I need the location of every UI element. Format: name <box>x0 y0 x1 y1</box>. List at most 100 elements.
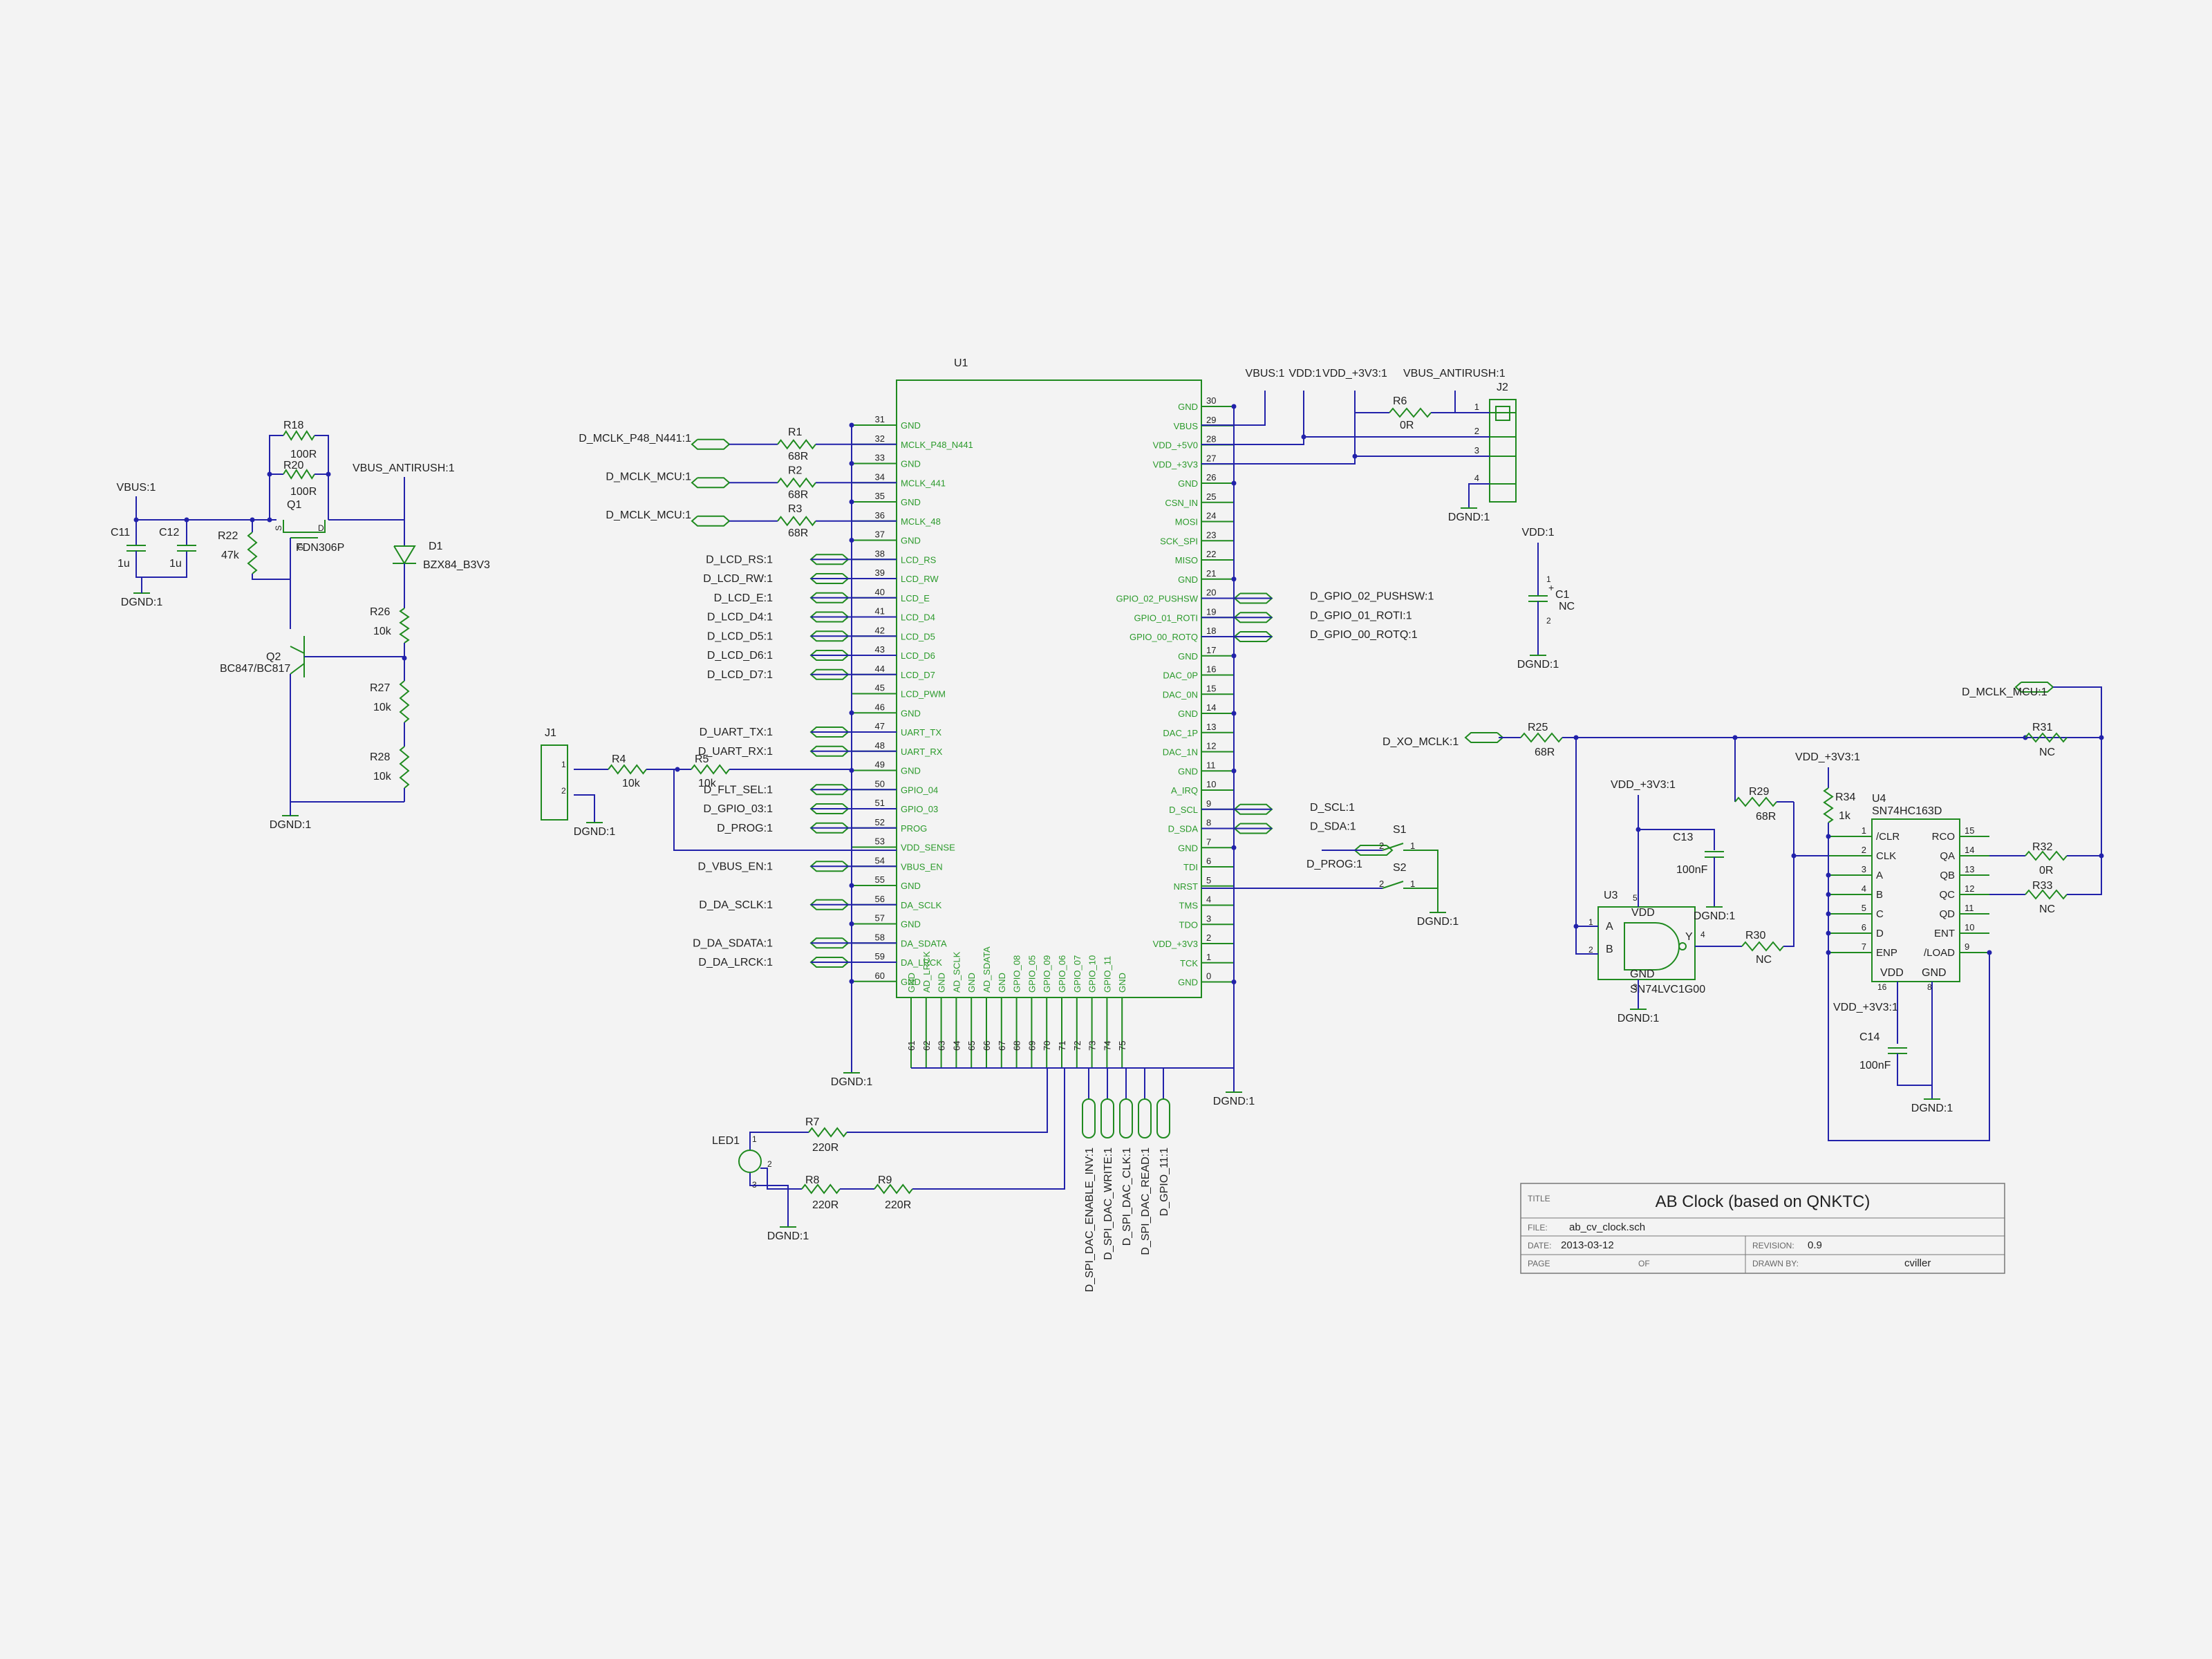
u1-pin-number: 59 <box>875 951 885 962</box>
u1-pin-number: 12 <box>1206 741 1216 751</box>
u1-pin-name: NRST <box>1174 881 1198 892</box>
junction-dot <box>1231 845 1237 850</box>
net-label: D_GPIO_02_PUSHSW:1 <box>1310 591 1434 603</box>
wire <box>1201 391 1266 426</box>
vdd33-label: VDD_+3V3:1 <box>1322 368 1387 379</box>
pin-label: GND <box>1630 968 1655 980</box>
switch-s1 <box>1403 850 1438 912</box>
resistor-r3 <box>777 516 816 527</box>
wire <box>1431 391 1456 413</box>
file-label: FILE: <box>1528 1223 1548 1232</box>
resistor-ref: R28 <box>370 751 390 763</box>
junction-dot <box>849 921 854 926</box>
u1-pin-number: 72 <box>1072 1041 1082 1051</box>
wire <box>2067 738 2102 856</box>
transistor-value: BC847/BC817 <box>220 663 290 675</box>
u1-pin-name: GPIO_01_ROTI <box>1134 612 1198 623</box>
net-label: D_SPI_DAC_WRITE:1 <box>1103 1147 1114 1260</box>
u1-pin-number: 69 <box>1027 1041 1037 1051</box>
resistor-ref: R31 <box>2032 722 2052 733</box>
junction-dot <box>1231 480 1237 486</box>
junction-dot <box>849 710 854 715</box>
resistor-ref: R7 <box>805 1116 820 1128</box>
resistor-ref: R33 <box>2032 880 2052 892</box>
u1-pin-name: AD_SCLK <box>951 951 962 993</box>
u4-pin-number: 14 <box>1965 845 1974 855</box>
resistor-r6 <box>1389 407 1432 418</box>
u4-pin-number: 2 <box>1862 845 1866 855</box>
u4-pin-number: 10 <box>1965 922 1974 932</box>
resistor-value: 220R <box>812 1142 838 1154</box>
junction-dot <box>1826 892 1831 897</box>
net-label: D_UART_TX:1 <box>700 727 774 738</box>
vbus-antirush-label: VBUS_ANTIRUSH:1 <box>353 462 455 474</box>
wire <box>760 1168 802 1190</box>
u1-pin-name: DAC_0P <box>1163 671 1198 681</box>
u4-pin-number: 16 <box>1877 982 1887 992</box>
wire <box>847 1068 1048 1133</box>
u1-pin-number: 67 <box>997 1041 1007 1051</box>
resistor-r7 <box>808 1127 847 1138</box>
j2-body <box>1489 399 1517 503</box>
resistor-r8 <box>801 1183 841 1194</box>
wire <box>1897 1053 1932 1086</box>
diode-value: BZX84_B3V3 <box>423 559 490 571</box>
bjt-q2 <box>290 646 305 654</box>
net-label: D_MCLK_MCU:1 <box>606 471 691 482</box>
u1-pin-name: GND <box>901 708 921 718</box>
pin-number: 2 <box>1379 841 1384 851</box>
u1-pin-number: 35 <box>875 491 885 501</box>
resistor-ref: R2 <box>788 465 803 476</box>
resistor-ref: R20 <box>283 460 303 471</box>
mosfet-q1 <box>283 520 326 533</box>
net-label: D_LCD_D4:1 <box>707 612 773 624</box>
u1-pin-number: 0 <box>1206 971 1211 982</box>
u1-pin-name: TCK <box>1180 958 1198 968</box>
net-label: D_VBUS_EN:1 <box>698 861 774 872</box>
resistor-ref: R4 <box>612 753 626 765</box>
u1-pin-name: GPIO_03 <box>901 804 938 814</box>
net-label: D_PROG:1 <box>717 823 773 834</box>
capacitor-ref: C13 <box>1673 832 1693 843</box>
u4-pin-number: 15 <box>1965 825 1974 836</box>
u1-pin-number: 27 <box>1206 453 1216 463</box>
u1-pin-number: 14 <box>1206 702 1216 713</box>
u1-pin-number: 29 <box>1206 415 1216 425</box>
wire <box>135 496 276 521</box>
pin-number: 4 <box>1700 930 1705 939</box>
u4-ground: DGND:1 <box>1911 1103 1953 1114</box>
u1-pin-number: 16 <box>1206 664 1216 675</box>
u1-pin-number: 3 <box>1206 913 1211 924</box>
u1-pin-name: GND <box>1178 843 1198 853</box>
u1-pin-number: 48 <box>875 740 885 751</box>
resistor-ref: R6 <box>1393 395 1407 407</box>
u1-pin-name: GND <box>901 420 921 431</box>
junction-dot <box>675 767 680 772</box>
wire <box>1783 802 1794 947</box>
net-label: D_SPI_DAC_CLK:1 <box>1121 1147 1133 1246</box>
u1-pin-name: GND <box>901 919 921 930</box>
resistor-value: 1k <box>1839 810 1851 822</box>
resistor-ref: R18 <box>283 420 303 431</box>
net-label: D_XO_MCLK:1 <box>1382 736 1459 748</box>
u4-pin-name: ENP <box>1876 947 1897 959</box>
u1-pin-name: GND <box>1178 651 1198 662</box>
junction-dot <box>849 461 854 466</box>
u1-pin-name: GND <box>1178 402 1198 412</box>
junction-dot <box>267 517 272 523</box>
j2-pin-number: 2 <box>1474 426 1479 436</box>
net-label: D_LCD_D6:1 <box>707 650 773 662</box>
u4-pin-name: ENT <box>1934 928 1955 939</box>
net-label: D_MCLK_MCU:1 <box>606 509 691 521</box>
u4-pin-number: 5 <box>1862 903 1866 913</box>
u1-pin-number: 74 <box>1102 1041 1112 1051</box>
u1-pin-number: 21 <box>1206 568 1216 579</box>
u1-pin-name: TDI <box>1183 862 1198 872</box>
u1-pin-name: GPIO_08 <box>1012 955 1022 993</box>
capacitor-value: 1u <box>169 558 182 570</box>
file-name: ab_cv_clock.sch <box>1569 1221 1645 1233</box>
wire <box>252 546 291 580</box>
net-label: D_GPIO_00_ROTQ:1 <box>1310 629 1418 641</box>
u1-pin-number: 66 <box>982 1041 992 1051</box>
u1-pin-name: A_IRQ <box>1171 785 1198 796</box>
